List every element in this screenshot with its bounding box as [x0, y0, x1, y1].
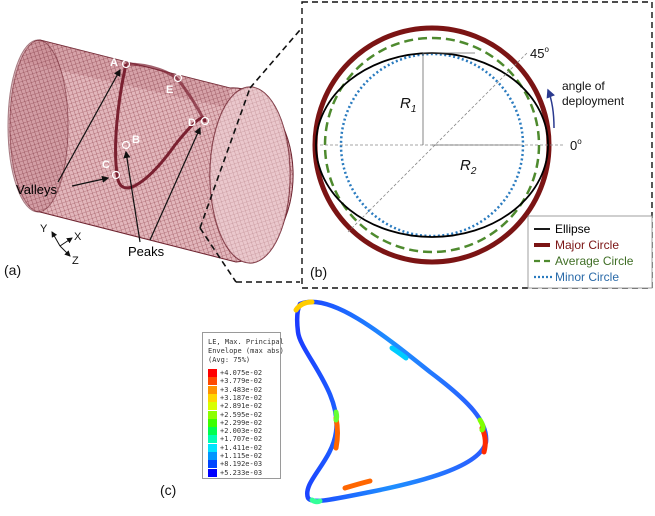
- legend-value: +2.891e-02: [220, 402, 263, 411]
- legend-swatch: [208, 402, 217, 411]
- legend-major-circle: Major Circle: [555, 238, 619, 252]
- r1-label: R1: [400, 95, 416, 115]
- angle-caption-line1: angle of: [562, 79, 605, 93]
- legend-swatch: [208, 393, 217, 402]
- projection-lines: [199, 29, 300, 283]
- stent-cylinder: [7, 39, 294, 264]
- panel-b-frame: [301, 1, 653, 289]
- legend-swatch: [208, 385, 217, 394]
- strain-legend: LE, Max. Principal Envelope (max abs) (A…: [202, 332, 284, 479]
- deformed-ring-curve: [114, 62, 207, 190]
- stent-figure: A B C D E Valleys Peaks Y X: [7, 29, 300, 283]
- callout-arrows: [57, 68, 201, 243]
- legend-title-1: LE, Max. Principal: [208, 338, 284, 346]
- legend-value: +3.779e-02: [220, 377, 263, 386]
- panel-b-cross-section: R1 R2 45o 0o angle of deployment Ellipse…: [300, 0, 655, 292]
- panel-a-stent-model: A B C D E Valleys Peaks Y X: [0, 0, 300, 290]
- point-label-c: C: [102, 159, 110, 171]
- legend-swatch: [208, 443, 217, 452]
- legend-value: +1.115e-02: [220, 452, 263, 460]
- point-label-d: D: [188, 117, 196, 129]
- legend-value: +2.299e-02: [220, 418, 263, 427]
- legend-minor-circle: Minor Circle: [555, 270, 619, 284]
- strain-hotspots: [293, 299, 488, 505]
- valleys-label: Valleys: [16, 182, 57, 197]
- legend-swatch: [208, 468, 217, 477]
- legend-value: +5.233e-03: [220, 468, 263, 477]
- average-circle: [323, 36, 541, 254]
- legend-swatch: [208, 427, 217, 436]
- axis-x-label: X: [74, 231, 82, 243]
- panel-c-strain-contour: LE, Max. Principal Envelope (max abs) (A…: [0, 292, 655, 516]
- point-label-a: A: [110, 57, 118, 69]
- axis-z-label: Z: [72, 255, 79, 267]
- angle-caption-line2: deployment: [562, 94, 625, 108]
- deformed-section: [293, 299, 489, 505]
- legend-title-2: Envelope (max abs): [208, 347, 284, 355]
- legend-value: +2.003e-02: [220, 427, 263, 436]
- panel-a-label: (a): [4, 262, 22, 278]
- legend-swatch: [208, 418, 217, 427]
- axis-y-label: Y: [40, 223, 48, 235]
- point-label-e: E: [166, 84, 173, 96]
- legend-value: +1.411e-02: [220, 443, 263, 452]
- legend-average-circle: Average Circle: [555, 254, 634, 268]
- legend-value: +3.483e-02: [220, 385, 263, 394]
- major-circle: [312, 25, 552, 265]
- point-label-b: B: [132, 134, 140, 146]
- legend-value: +4.075e-02: [220, 369, 263, 377]
- point-markers: [111, 59, 210, 180]
- legend-swatch: [208, 435, 217, 444]
- panel-c-label: (c): [160, 482, 177, 498]
- legend: Ellipse Major Circle Average Circle Mino…: [527, 215, 653, 289]
- legend-title-3: (Avg: 75%): [208, 356, 251, 364]
- r2-label: R2: [460, 157, 477, 177]
- legend-swatch: [208, 452, 217, 460]
- cross-section-figure: R1 R2 45o 0o angle of deployment Ellipse…: [301, 1, 653, 289]
- angle-0-label: 0o: [570, 137, 582, 153]
- legend-swatch: [208, 410, 217, 419]
- legend-value: +2.595e-02: [220, 410, 263, 419]
- legend-swatch: [208, 377, 217, 386]
- deployment-arrow: [546, 88, 555, 129]
- panel-b-label: (b): [310, 264, 328, 280]
- legend-ellipse: Ellipse: [555, 222, 591, 236]
- legend-value: +1.707e-02: [220, 435, 263, 444]
- legend-swatch: [208, 369, 217, 377]
- coordinate-axes: [51, 231, 73, 257]
- legend-swatch: [208, 460, 217, 469]
- angle-45-label: 45o: [530, 45, 549, 61]
- peaks-label: Peaks: [128, 244, 165, 259]
- legend-value: +3.187e-02: [220, 393, 263, 402]
- legend-value: +8.192e-03: [220, 460, 263, 469]
